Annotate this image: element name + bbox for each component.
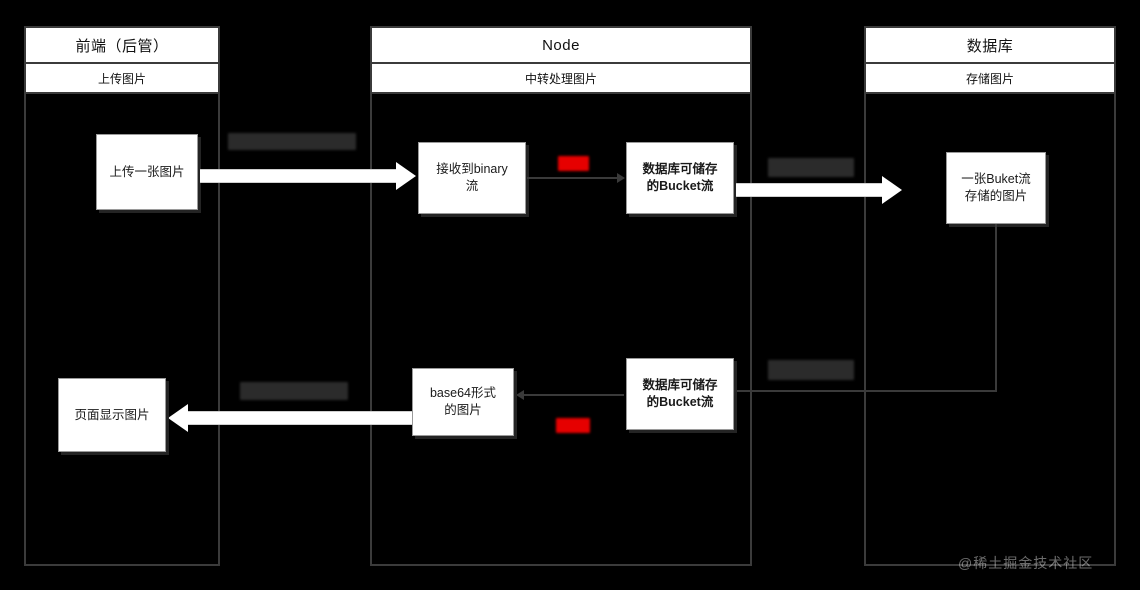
edge-label-binary-to-bucket-redaction — [558, 156, 589, 171]
edge-label-db-to-node-redaction — [768, 360, 854, 380]
arrow-upload-to-node-shaft — [200, 169, 398, 183]
swimlane-frontend-title: 前端（后管） — [24, 26, 220, 64]
edge-label-upload-to-node-redaction — [228, 133, 356, 150]
swimlane-database-title: 数据库 — [864, 26, 1116, 64]
node-bucket-stream-top: 数据库可储存 的Bucket流 — [626, 142, 734, 214]
node-bucket-saved-image: 一张Buket流 存储的图片 — [946, 152, 1046, 224]
swimlane-frontend-subtitle: 上传图片 — [24, 64, 220, 94]
swimlane-node — [370, 26, 752, 566]
swimlane-database-subtitle: 存储图片 — [864, 64, 1116, 94]
node-receive-binary-line1: 接收到binary — [436, 162, 508, 177]
node-upload-image-label: 上传一张图片 — [109, 164, 185, 179]
arrow-node-to-frontend-shaft — [188, 411, 412, 425]
arrow-upload-to-node-head — [396, 162, 416, 190]
node-bucket-stream-bottom-line1: 数据库可储存 — [642, 378, 718, 393]
node-bucket-stream-bottom: 数据库可储存 的Bucket流 — [626, 358, 734, 430]
swimlane-frontend — [24, 26, 220, 566]
node-receive-binary-line2: 流 — [465, 179, 479, 193]
edge-label-node-to-db-redaction — [768, 158, 854, 177]
node-bucket-stream-top-line2: 的Bucket流 — [646, 179, 714, 193]
node-upload-image: 上传一张图片 — [96, 134, 198, 210]
node-page-display-image-label: 页面显示图片 — [74, 407, 150, 422]
node-bucket-stream-top-line1: 数据库可储存 — [642, 162, 718, 177]
edge-label-node-to-front-redaction — [240, 382, 348, 400]
node-base64-image: base64形式 的图片 — [412, 368, 514, 436]
watermark: @稀土掘金技术社区 — [958, 555, 1094, 571]
wire-db-down — [995, 224, 997, 392]
arrow-node-to-database-head — [882, 176, 902, 204]
node-page-display-image: 页面显示图片 — [58, 378, 166, 452]
arrow-node-to-frontend — [168, 404, 412, 432]
swimlane-node-title: Node — [370, 26, 752, 64]
wire-binary-to-bucket — [527, 177, 619, 179]
node-bucket-saved-image-line2: 存储的图片 — [964, 189, 1028, 203]
wire-db-to-node — [735, 390, 997, 392]
swimlane-database — [864, 26, 1116, 566]
node-base64-image-line2: 的图片 — [444, 403, 482, 417]
swimlane-node-subtitle: 中转处理图片 — [370, 64, 752, 94]
edge-label-bucket-to-base64-redaction — [556, 418, 590, 433]
node-receive-binary: 接收到binary 流 — [418, 142, 526, 214]
node-bucket-stream-bottom-line2: 的Bucket流 — [646, 395, 714, 409]
arrow-node-to-database — [736, 176, 902, 204]
arrow-node-to-database-shaft — [736, 183, 884, 197]
wire-binary-to-bucket-head — [617, 173, 625, 183]
wire-bucket-to-base64-head — [516, 390, 524, 400]
arrow-node-to-frontend-head — [168, 404, 188, 432]
arrow-upload-to-node — [200, 162, 416, 190]
wire-bucket-to-base64 — [524, 394, 624, 396]
node-base64-image-line1: base64形式 — [429, 386, 496, 401]
node-bucket-saved-image-line1: 一张Buket流 — [961, 172, 1031, 187]
